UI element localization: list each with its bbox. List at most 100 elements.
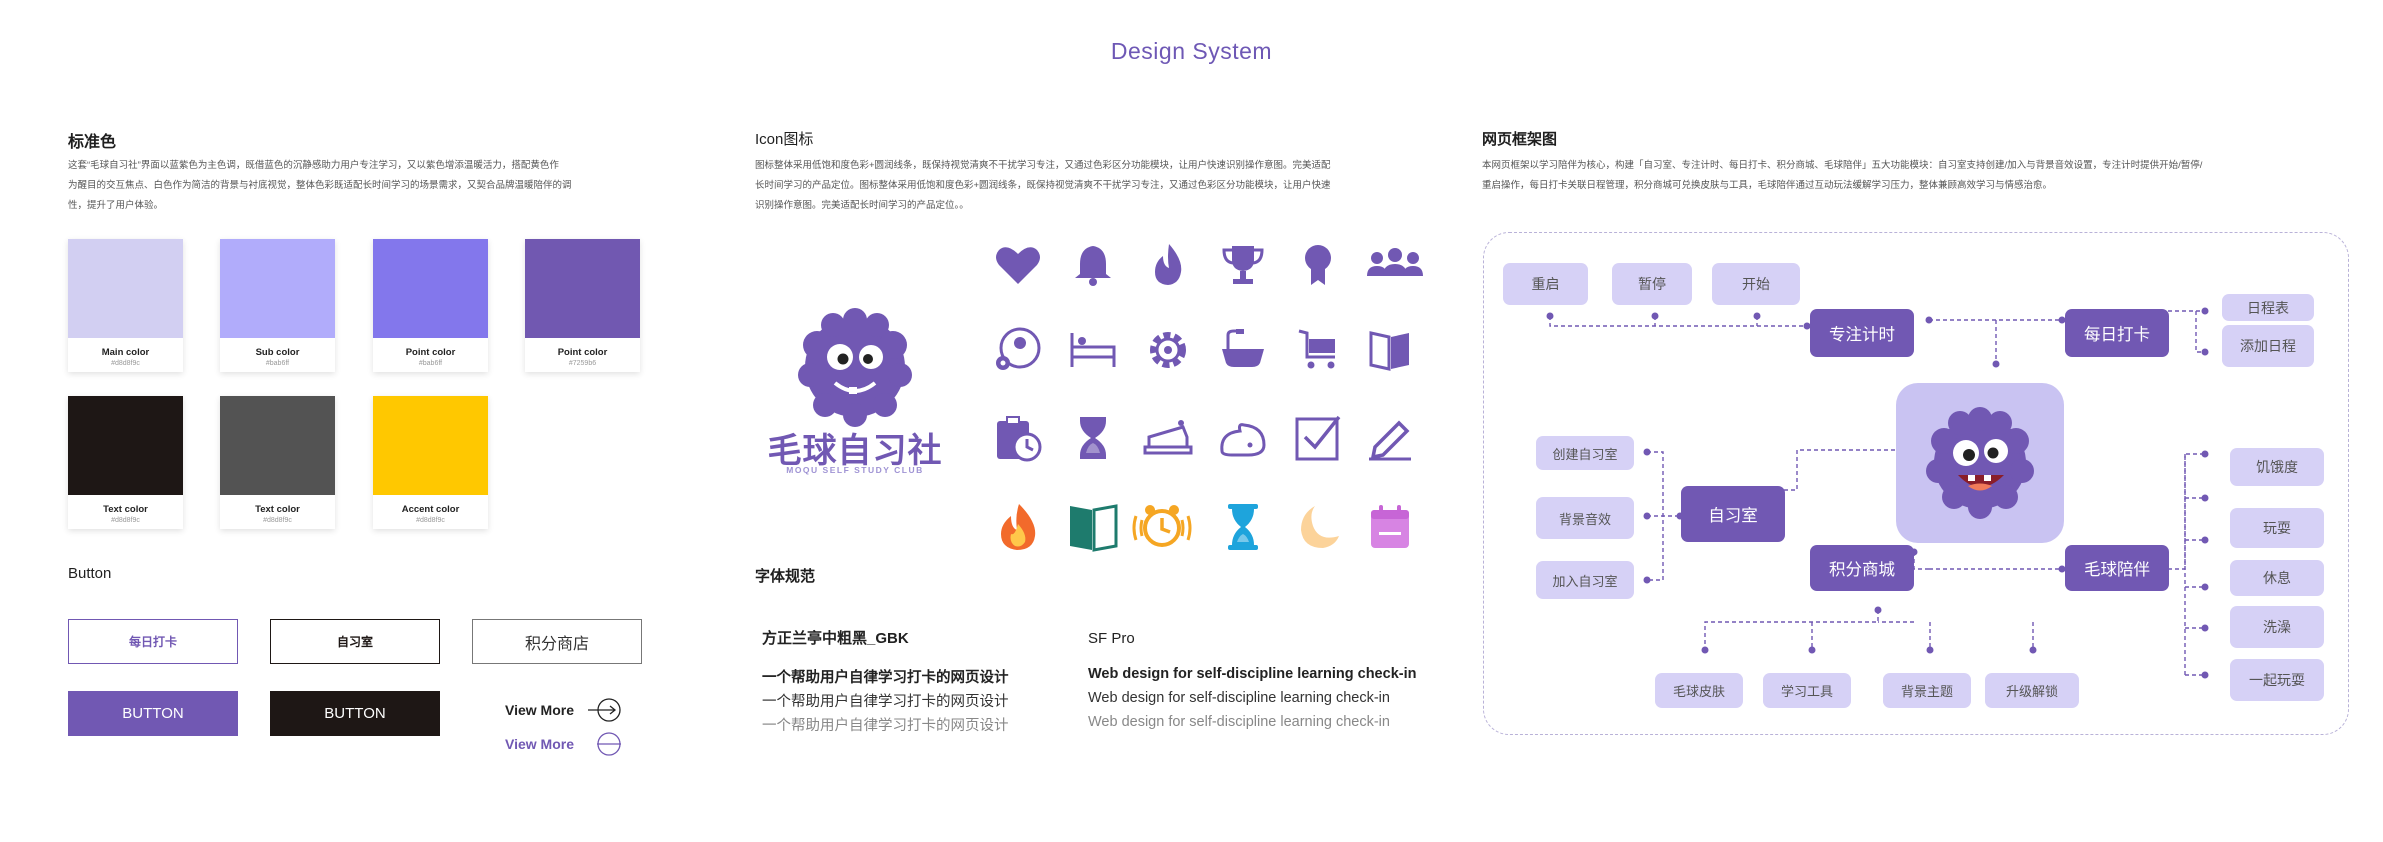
calendar-color-icon [1371,505,1409,548]
logo-subtitle: MOQU SELF STUDY CLUB [786,465,924,475]
book-icon [1369,331,1409,371]
fire-color-icon [1001,504,1036,550]
swatch-name: Text color [103,504,148,515]
monster-mascot-icon [798,308,912,427]
swatch-chip [68,239,183,338]
node-tools[interactable]: 学习工具 [1763,673,1851,708]
arrow-circle-icon [588,698,621,722]
icon-desc-line: 长时间学习的产品定位。图标整体采用低饱和度色彩+圆润线条，既保持视觉清爽不干扰学… [755,180,1331,191]
swatch-sub: Sub color #bab6ff [220,239,335,372]
colors-desc-line: 为醒目的交互焦点、白色作为简洁的背景与衬底视觉，整体色彩既适配长时间学习的场景需… [68,180,572,191]
swatch-text-1: Text color #d8d8f9c [68,396,183,529]
framework-desc-line: 本网页框架以学习陪伴为核心，构建「自习室、专注计时、每日打卡、积分商城、毛球陪伴… [1482,160,2203,171]
moon-color-icon [1301,506,1339,548]
node-play[interactable]: 玩耍 [2230,508,2324,548]
user-settings-icon [996,327,1041,370]
swatch-hex: #7259b6 [568,360,597,367]
node-join-room[interactable]: 加入自习室 [1536,561,1634,599]
purple-filled-button[interactable]: BUTTON [68,691,238,736]
swatch-hex: #d8d8f9c [111,360,140,367]
view-more-label: View More [505,736,574,752]
hourglass-icon [1080,417,1106,459]
bell-icon [1075,246,1111,286]
colors-desc-line: 这套“毛球自习社”界面以蓝紫色为主色调，既借蓝色的沉静感助力用户专注学习，又以紫… [68,160,559,171]
node-hunger[interactable]: 饥饿度 [2230,448,2324,486]
alarm-clock-color-icon [1132,505,1192,547]
swatch-text-2: Text color #d8d8f9c [220,396,335,529]
node-study-room[interactable]: 自习室 [1681,486,1785,542]
swatch-chip [68,396,183,495]
colors-description: 这套“毛球自习社”界面以蓝紫色为主色调，既借蓝色的沉静感助力用户专注学习，又以紫… [68,156,588,216]
en-sample-regular: Web design for self-discipline learning … [1088,690,1390,706]
checkbox-icon [1295,415,1341,461]
swatch-chip [373,396,488,495]
framework-desc-line: 重启操作，每日打卡关联日程管理，积分商城可兑换皮肤与工具，毛球陪伴通过互动玩法缓… [1482,180,2053,191]
node-fur-companion[interactable]: 毛球陪伴 [2065,545,2169,591]
icon-desc-line: 图标整体采用低饱和度色彩+圆润线条，既保持视觉清爽不干扰学习专注，又通过色彩区分… [755,160,1331,171]
node-daily-checkin[interactable]: 每日打卡 [2065,309,2169,357]
swatch-name: Text color [255,504,300,515]
study-room-outline-button[interactable]: 自习室 [270,619,440,664]
cn-sample-bold: 一个帮助用户自律学习打卡的网页设计 [762,670,1009,686]
node-rest[interactable]: 休息 [2230,560,2324,596]
clipboard-clock-icon [997,416,1042,462]
node-bg-theme[interactable]: 背景主题 [1883,673,1971,708]
icon-description: 图标整体采用低饱和度色彩+圆润线条，既保持视觉清爽不干扰学习专注，又通过色彩区分… [755,156,1355,216]
node-skin[interactable]: 毛球皮肤 [1655,673,1743,708]
points-store-outline-button[interactable]: 积分商店 [472,619,642,664]
cn-sample-light: 一个帮助用户自律学习打卡的网页设计 [762,718,1009,734]
swatch-hex: #d8d8f9c [111,517,140,524]
bed-icon [1070,333,1116,367]
node-start[interactable]: 开始 [1712,263,1800,305]
pencil-icon [1369,420,1411,461]
swatch-hex: #d8d8f9c [263,517,292,524]
flame-icon [1155,244,1182,285]
bun-icon [1220,423,1266,457]
framework-title: 网页框架图 [1482,131,1558,148]
font-name-cn: 方正兰亭中粗黑_GBK [762,630,909,647]
swatch-hex: #bab6ff [265,360,290,367]
view-more-link-purple[interactable]: View More [505,731,622,757]
node-schedule-table[interactable]: 日程表 [2222,294,2314,321]
swatch-hex: #d8d8f9c [416,517,445,524]
swatch-accent: Accent color #d8d8f9c [373,396,488,529]
view-more-link-dark[interactable]: View More [505,697,622,723]
brand-logo: 毛球自习社 MOQU SELF STUDY CLUB [755,305,955,485]
node-pause[interactable]: 暂停 [1612,263,1692,305]
swatch-chip [220,396,335,495]
swatch-name: Main color [101,347,150,358]
node-bg-sound[interactable]: 背景音效 [1536,497,1634,539]
swatch-point-1: Point color #bab6ff [373,239,488,372]
bathtub-icon [1222,329,1264,367]
cart-icon [1298,329,1335,369]
button-section-title: Button [68,565,112,582]
font-name-en: SF Pro [1088,630,1135,647]
node-play-together[interactable]: 一起玩耍 [2230,659,2324,701]
node-create-room[interactable]: 创建自习室 [1536,436,1634,470]
arrow-circle-icon [597,732,621,756]
node-add-schedule[interactable]: 添加日程 [2222,325,2314,367]
daily-checkin-outline-button[interactable]: 每日打卡 [68,619,238,664]
node-bath[interactable]: 洗澡 [2230,606,2324,648]
node-upgrade[interactable]: 升级解锁 [1985,673,2079,708]
en-sample-bold: Web design for self-discipline learning … [1088,666,1417,682]
font-section-title: 字体规范 [755,568,816,585]
heart-icon [996,247,1040,284]
colors-desc-line: 性，提升了用户体验。 [68,200,164,211]
open-book-color-icon [1070,504,1118,552]
icon-desc-line: 识别操作意图。完美适配长时间学习的产品定位。。 [755,200,969,211]
cake-icon [1143,420,1193,455]
swatch-name: Point color [557,347,608,358]
node-focus-timer[interactable]: 专注计时 [1810,309,1914,357]
icon-section-title: Icon图标 [755,131,814,148]
black-filled-button[interactable]: BUTTON [270,691,440,736]
node-points-mall[interactable]: 积分商城 [1810,545,1914,591]
colors-title: 标准色 [68,134,117,151]
swatch-chip [373,239,488,338]
framework-diagram [1483,232,2349,735]
page-title: Design System [1110,38,1273,64]
node-restart[interactable]: 重启 [1503,263,1588,305]
swatch-chip [525,239,640,338]
medal-icon [1305,245,1331,285]
